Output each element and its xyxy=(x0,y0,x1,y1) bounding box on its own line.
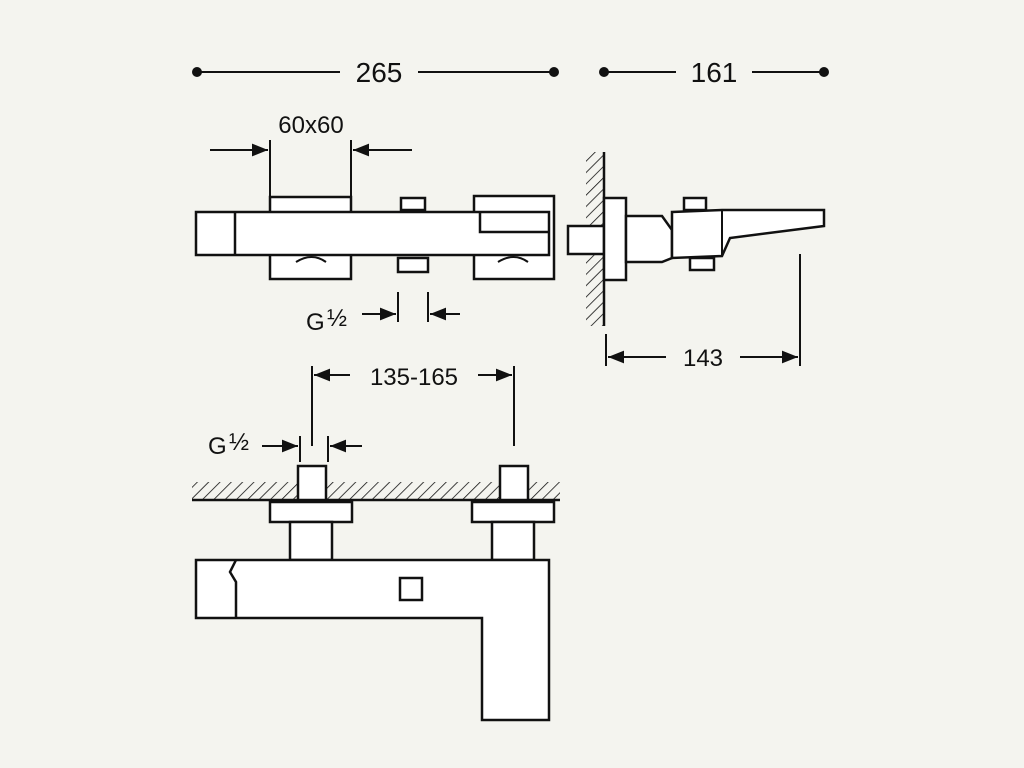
mixer-side-view xyxy=(566,152,826,326)
connection-top-prefix: G xyxy=(306,309,325,336)
depth-label: 161 xyxy=(691,57,738,88)
dimension-connection-top: G ½ xyxy=(306,292,460,336)
dimension-spout-reach: 143 xyxy=(605,254,801,372)
dimension-center-distance: 135-165 xyxy=(311,364,515,446)
connection-top-fraction: ½ xyxy=(327,305,347,332)
dimension-depth: 161 xyxy=(599,57,829,88)
dimension-connection-bottom: G ½ xyxy=(208,429,362,462)
dimension-handle-size: 60x60 xyxy=(210,112,412,196)
mixer-front-view xyxy=(192,464,560,722)
connection-bottom-prefix: G xyxy=(208,433,227,460)
handle-size-label: 60x60 xyxy=(278,112,343,139)
connection-bottom-fraction: ½ xyxy=(229,429,249,456)
center-distance-label: 135-165 xyxy=(370,364,458,391)
dimension-overall-width: 265 xyxy=(192,57,559,88)
overall-width-label: 265 xyxy=(356,57,403,88)
spout-reach-label: 143 xyxy=(683,345,723,372)
mixer-top-view xyxy=(194,194,556,281)
